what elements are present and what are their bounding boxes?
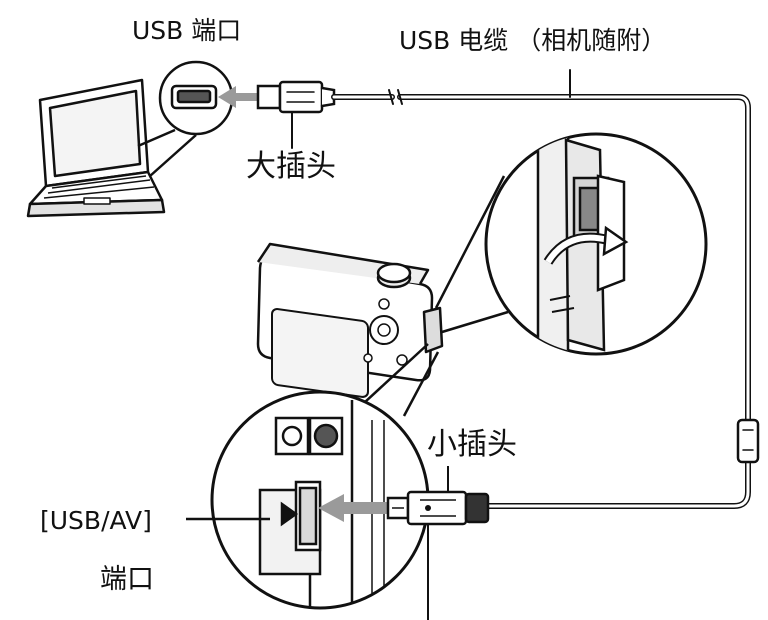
port-callout [137,60,234,177]
usb-cable-icon [256,69,760,509]
small-plug-label: 小插头 [427,427,517,462]
usb-av-port-label: [USB/AV] [40,506,152,535]
usb-port-label: USB 端口 [132,16,242,45]
direction-arrow-icon [218,86,258,108]
callout-leaders [351,175,509,417]
camera-icon [256,242,444,398]
small-plug-icon [386,466,490,620]
large-plug-label: 大插头 [246,149,336,184]
usb-cable-label: USB 电缆 （相机随附） [399,26,667,55]
zoom-callout-icon [484,132,708,356]
laptop-icon [26,78,166,218]
insert-arrow-icon [318,494,388,522]
usb-av-port-label-line2: 端口 [100,564,154,595]
